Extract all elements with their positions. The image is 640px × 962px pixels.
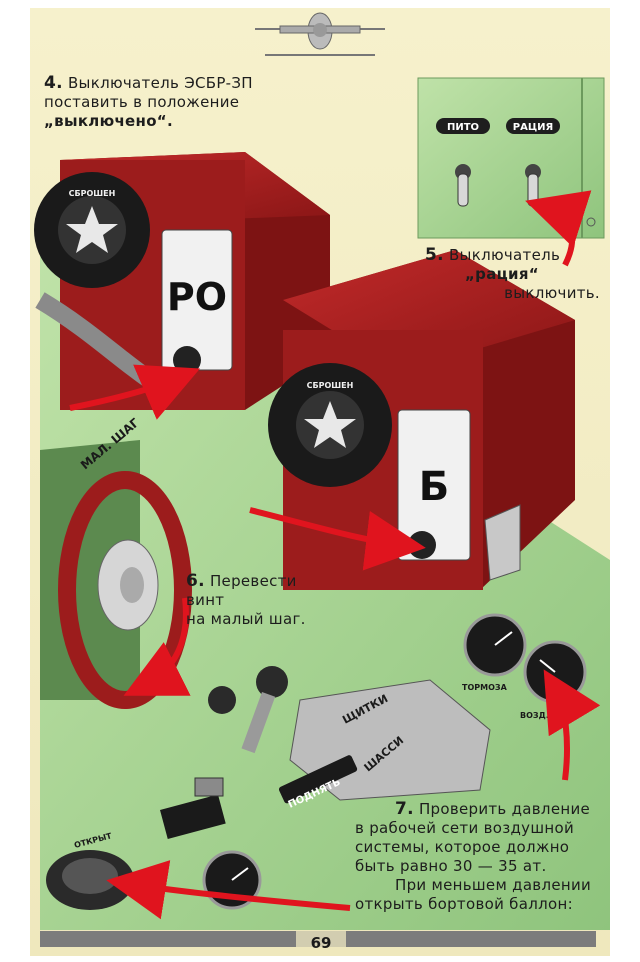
- step-5-line-1: Выключатель: [448, 246, 561, 264]
- step-7-line-6: открыть бортовой баллон:: [355, 895, 573, 913]
- page-number: 69: [310, 934, 332, 952]
- step-7-line-3: системы, которое должно: [355, 838, 570, 856]
- step-4-line-2: поставить в положение: [44, 93, 240, 111]
- brakes-label: ТОРМОЗА: [462, 683, 508, 692]
- step-4-number: 4.: [44, 73, 63, 93]
- step-7-line-5: При меньшем давлении: [395, 876, 592, 894]
- arrow-step5-icon: [525, 190, 592, 267]
- radio-label: РАЦИЯ: [513, 122, 553, 133]
- step-7-number: 7.: [395, 799, 414, 819]
- left-box-letters: РО: [167, 275, 227, 319]
- arrow-step7-valve-icon: [106, 860, 351, 920]
- arrow-step4-icon: [69, 364, 201, 420]
- right-box-letters: Б: [419, 464, 450, 510]
- step-5-text: 5. Выключатель „рация“ выключить.: [425, 246, 600, 303]
- brake-gauge: [463, 613, 527, 677]
- arrow-step6-icon: [123, 597, 191, 696]
- step-6-line-2: на малый шаг.: [186, 610, 306, 628]
- step-6-line-1: Перевести винт: [186, 572, 297, 609]
- step-7-text: 7. Проверить давление в рабочей сети воз…: [355, 800, 605, 914]
- step-6-number: 6.: [186, 571, 205, 591]
- pito-label: ПИТО: [447, 122, 479, 133]
- left-dial-ring-label: СБРОШЕН: [69, 189, 116, 198]
- radio-box-right: [268, 250, 575, 590]
- airplane-emblem-icon: [255, 12, 385, 56]
- step-7-line-2: в рабочей сети воздушной: [355, 819, 574, 837]
- page-number-box: [296, 931, 346, 947]
- lift-plate: [278, 755, 358, 804]
- step-4-text: 4. Выключатель ЭСБР-ЗП поставить в полож…: [44, 74, 284, 131]
- step-7-line-4: быть равно 30 — 35 ат.: [355, 857, 547, 875]
- step-7-line-1: Проверить давление: [418, 800, 591, 818]
- step-5-line-2: „рация“: [465, 265, 539, 283]
- switch-panel: [417, 77, 605, 239]
- step-5-number: 5.: [425, 245, 444, 265]
- step-4-line-3: „выключено“.: [44, 112, 173, 130]
- prop-pitch-wheel: [40, 440, 192, 709]
- step-4-line-1: Выключатель ЭСБР-ЗП: [67, 74, 253, 92]
- arrow-step4b-icon: [249, 507, 426, 571]
- step-6-text: 6. Перевести винт на малый шаг.: [186, 572, 336, 629]
- right-dial-ring-label: СБРОШЕН: [307, 381, 354, 390]
- step-5-line-3: выключить.: [504, 284, 600, 302]
- arrow-step7-gauge-icon: [543, 669, 601, 781]
